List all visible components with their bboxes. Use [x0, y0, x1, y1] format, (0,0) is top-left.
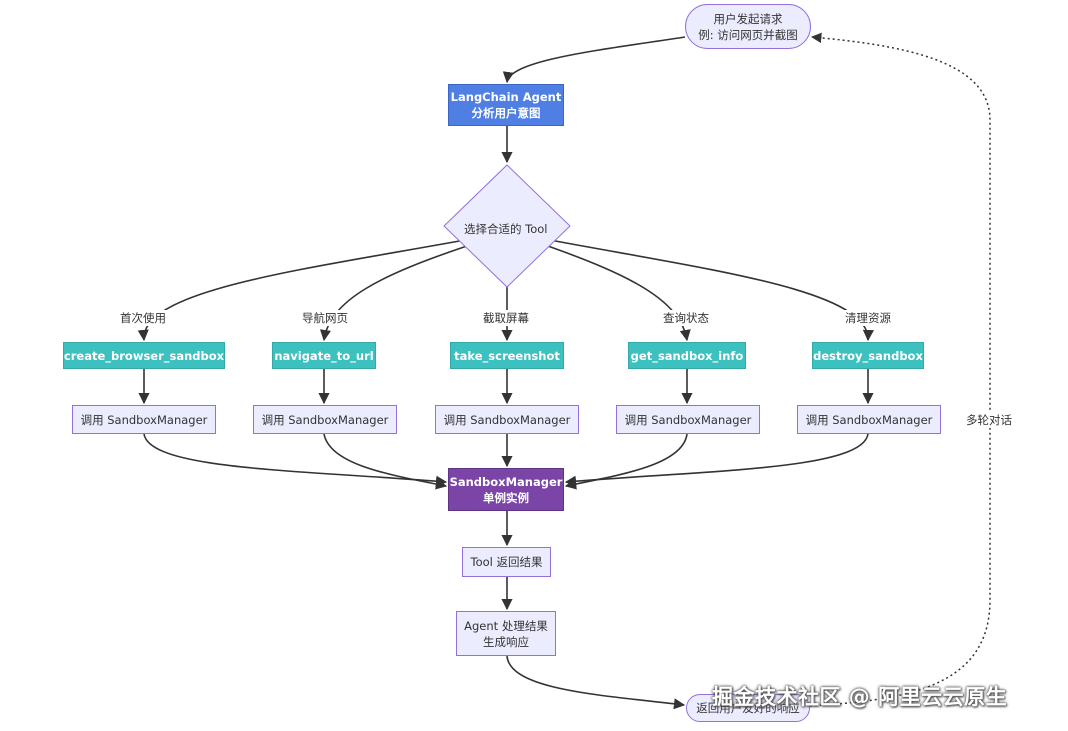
- call-sandbox-manager-5: 调用 SandboxManager: [797, 405, 941, 434]
- tool-take-screenshot: take_screenshot: [450, 342, 564, 369]
- response-text: 返回用户友好的响应: [696, 701, 800, 715]
- langchain-agent-node: LangChain Agent 分析用户意图: [448, 84, 564, 126]
- response-node: 返回用户友好的响应: [686, 694, 810, 722]
- tool-name: get_sandbox_info: [630, 348, 744, 363]
- call-text: 调用 SandboxManager: [805, 412, 933, 427]
- watermark: 掘金技术社区 @ 阿里云云原生: [712, 685, 1008, 709]
- tool-result-node: Tool 返回结果: [462, 547, 551, 577]
- edge-call-2-to-manager: [323, 433, 448, 490]
- edge-call-4-to-manager: [564, 433, 688, 490]
- tool-destroy-sandbox: destroy_sandbox: [812, 342, 924, 369]
- edge-call-5-to-manager: [564, 433, 869, 487]
- edge-call-1-to-manager: [143, 433, 448, 487]
- manager-line1: SandboxManager: [449, 474, 563, 489]
- decision-diamond: [443, 164, 571, 288]
- edge-request-to-agent: [502, 36, 686, 84]
- agent-line2: 分析用户意图: [471, 106, 541, 120]
- agent-process-node: Agent 处理结果 生成响应: [456, 611, 556, 656]
- edge-process-to-response: [506, 655, 686, 710]
- edge-label-navigate: 导航网页: [300, 310, 350, 326]
- edge-label-cleanup: 清理资源: [843, 310, 893, 326]
- call-text: 调用 SandboxManager: [624, 412, 752, 427]
- user-request-line2: 例: 访问网页并截图: [698, 27, 798, 42]
- call-sandbox-manager-1: 调用 SandboxManager: [72, 405, 216, 434]
- edge-label-status: 查询状态: [661, 310, 711, 326]
- edge-loop-back: [809, 32, 991, 707]
- tool-name: navigate_to_url: [274, 348, 374, 363]
- manager-line2: 单例实例: [483, 490, 529, 505]
- sandbox-manager-node: SandboxManager 单例实例: [448, 468, 564, 511]
- tool-navigate-to-url: navigate_to_url: [272, 342, 376, 369]
- tool-name: destroy_sandbox: [813, 348, 923, 363]
- tool-name: create_browser_sandbox: [63, 348, 225, 363]
- loop-label: 多轮对话: [964, 412, 1014, 428]
- agent-process-line2: 生成响应: [483, 634, 529, 649]
- call-sandbox-manager-2: 调用 SandboxManager: [253, 405, 397, 434]
- call-text: 调用 SandboxManager: [443, 412, 571, 427]
- tool-get-sandbox-info: get_sandbox_info: [628, 342, 746, 369]
- agent-line1: LangChain Agent: [450, 90, 562, 104]
- edge-label-screenshot: 截取屏幕: [481, 310, 531, 326]
- user-request-node: 用户发起请求 例: 访问网页并截图: [685, 4, 811, 49]
- tool-result-text: Tool 返回结果: [470, 555, 543, 569]
- call-text: 调用 SandboxManager: [261, 412, 389, 427]
- agent-process-line1: Agent 处理结果: [464, 618, 548, 633]
- call-sandbox-manager-3: 调用 SandboxManager: [435, 405, 579, 434]
- decision-text: 选择合适的 Tool: [464, 222, 548, 236]
- edge-decision-to-tool-4: [544, 244, 691, 342]
- tool-name: take_screenshot: [454, 348, 560, 363]
- call-text: 调用 SandboxManager: [80, 412, 208, 427]
- edge-label-first-use: 首次使用: [118, 310, 168, 326]
- edge-decision-to-tool-2: [319, 244, 471, 342]
- user-request-line1: 用户发起请求: [713, 11, 783, 26]
- tool-create-browser-sandbox: create_browser_sandbox: [63, 342, 225, 369]
- call-sandbox-manager-4: 调用 SandboxManager: [616, 405, 760, 434]
